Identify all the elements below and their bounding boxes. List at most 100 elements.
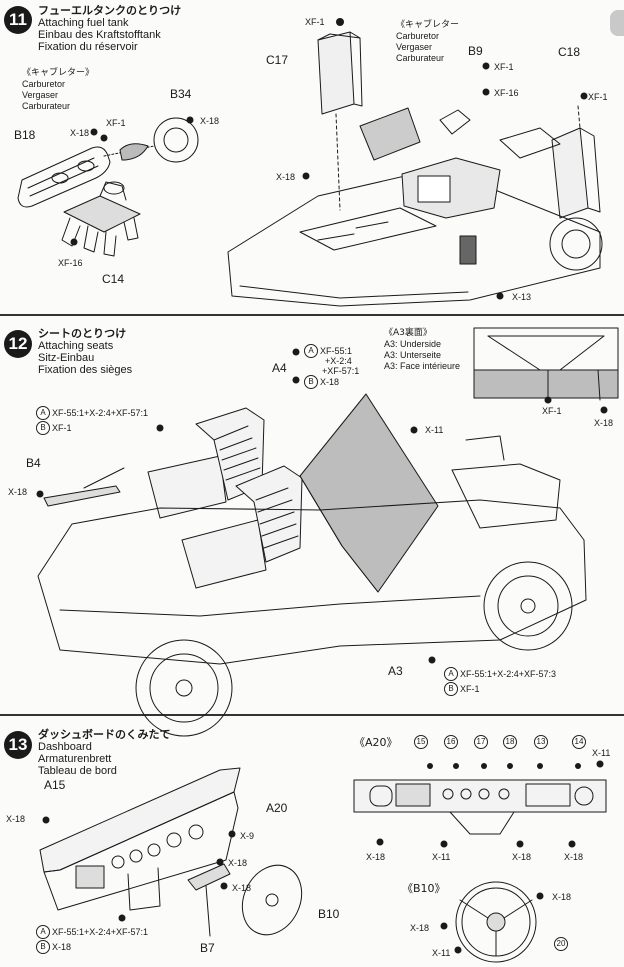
decal-number-14: 14 xyxy=(572,735,586,749)
paint-label-x11: X-11 xyxy=(425,425,444,435)
step-12-title-fr: Fixation des sièges xyxy=(38,364,133,376)
part-label-c18: C18 xyxy=(558,45,581,59)
step-13-title-en: Dashboard xyxy=(38,741,92,753)
carburetor-note-de: Vergaser xyxy=(22,90,59,100)
decal-number-15: 15 xyxy=(414,735,428,749)
paint-label-x18: X-18 xyxy=(512,852,532,862)
a3-note-en: A3: Underside xyxy=(384,339,442,349)
step-13-number: 13 xyxy=(4,731,32,759)
part-label-b7: B7 xyxy=(200,941,215,955)
paint-label-xf1: XF-1 xyxy=(106,118,126,128)
seat-right-drawing xyxy=(181,465,303,589)
paint-label-x18: X-18 xyxy=(200,116,220,126)
step-13-title-fr: Tableau de bord xyxy=(38,765,117,777)
paint-label-xf16: XF-16 xyxy=(494,88,519,98)
page-edge-tab xyxy=(610,10,624,36)
paint-label-x9: X-9 xyxy=(240,831,255,841)
b10-detail-title: 《B10》 xyxy=(402,882,446,895)
decal-number-17: 17 xyxy=(474,735,488,749)
paint-label-xf1: XF-1 xyxy=(542,406,562,416)
b10-wheel-detail-drawing xyxy=(455,881,537,963)
paint-mix-line: XF-1 xyxy=(52,423,72,433)
mix-letter-b: B xyxy=(304,375,318,389)
step-11-number: 11 xyxy=(4,6,32,34)
a3-note-fr: A3: Face intérieure xyxy=(384,361,461,371)
part-label-a3: A3 xyxy=(388,664,403,678)
carburetor-note-jp: 《キャブレター》 xyxy=(22,68,95,78)
dashboard-drawing xyxy=(39,767,241,911)
paint-mix-line: XF-55:1+X-2:4+XF-57:3 xyxy=(460,669,557,679)
paint-label-x18: X-18 xyxy=(366,852,386,862)
fuel-tank-c17-drawing xyxy=(317,31,363,211)
mix-letter-a: A xyxy=(304,344,318,358)
step-11-title-fr: Fixation du réservoir xyxy=(38,41,138,53)
step-12-title: シートのとりつけ Attaching seats Sitz-Einbau Fix… xyxy=(38,327,133,377)
paint-label-x11: X-11 xyxy=(592,748,611,758)
part-label-b9: B9 xyxy=(468,44,483,58)
part-label-c14: C14 xyxy=(102,272,125,286)
step-12-title-en: Attaching seats xyxy=(38,340,114,352)
mix-letter-a: A xyxy=(444,667,458,681)
mix-letter-a: A xyxy=(36,925,50,939)
a20-detail-title: 《A20》 xyxy=(354,736,398,749)
paint-mix-line: XF-55:1 xyxy=(320,346,353,356)
steering-wheel-drawing xyxy=(241,864,303,936)
carburetor-note-en: Carburetor xyxy=(22,79,66,89)
a3-note-de: A3: Unterseite xyxy=(384,350,442,360)
paint-label-x18: X-18 xyxy=(276,172,296,182)
a3-underside-note: 《A3裏面》 A3: Underside A3: Unterseite A3: … xyxy=(384,328,460,372)
rear-panel-a3-drawing xyxy=(299,393,439,593)
car-body-drawing xyxy=(37,435,587,737)
paint-label-x18: X-18 xyxy=(70,128,90,138)
paint-mix-line: +X-2:4 xyxy=(325,356,352,366)
carburetor-note-right-en: Carburetor xyxy=(396,31,440,41)
step-divider xyxy=(0,714,624,716)
paint-callout-markers xyxy=(42,760,604,954)
paint-label-x13: X-13 xyxy=(512,292,532,302)
air-filter-b18-drawing xyxy=(17,146,111,208)
carburetor-note-right-de: Vergaser xyxy=(396,42,433,52)
part-label-b18: B18 xyxy=(14,128,36,142)
chassis-drawing xyxy=(227,107,603,307)
part-label-a4: A4 xyxy=(272,361,287,375)
step-11-title-de: Einbau des Kraftstofftank xyxy=(38,29,161,41)
carburetor-note-left: 《キャブレター》 Carburetor Vergaser Carburateur xyxy=(22,68,94,112)
step-13-title-de: Armaturenbrett xyxy=(38,753,112,765)
part-label-a15: A15 xyxy=(44,778,66,792)
decal-number-13: 13 xyxy=(534,735,548,749)
carburetor-note-right: 《キャブレター Carburetor Vergaser Carburateur xyxy=(396,20,459,64)
carburetor-c14-drawing xyxy=(61,181,141,257)
seat-left-drawing xyxy=(147,407,265,519)
paint-label-x18: X-18 xyxy=(232,883,252,893)
paint-mix-line: X-18 xyxy=(52,942,72,952)
part-label-b10: B10 xyxy=(318,907,340,921)
paint-label-x18: X-18 xyxy=(564,852,584,862)
paint-callout-markers xyxy=(36,348,608,664)
step-11-title: フューエルタンクのとりつけ Attaching fuel tank Einbau… xyxy=(38,4,182,54)
mix-letter-b: B xyxy=(36,421,50,435)
paint-label-x18: X-18 xyxy=(594,418,614,428)
air-funnel-b34-drawing xyxy=(103,117,199,163)
mix-letter-b: B xyxy=(36,940,50,954)
decal-number-16: 16 xyxy=(444,735,458,749)
paint-mix-line: +XF-57:1 xyxy=(322,366,360,376)
paint-label-x18: X-18 xyxy=(6,814,26,824)
step-11-title-jp: フューエルタンクのとりつけ xyxy=(38,4,182,17)
steering-column-b7-drawing xyxy=(187,863,231,937)
paint-label-x18: X-18 xyxy=(8,487,28,497)
part-label-c17: C17 xyxy=(266,53,289,67)
paint-mix-line: XF-1 xyxy=(460,684,480,694)
paint-label-x11: X-11 xyxy=(432,948,451,958)
a20-detail-panel-drawing xyxy=(353,779,607,835)
carburetor-note-fr: Carburateur xyxy=(22,101,71,111)
fuel-tank-c18-drawing xyxy=(551,105,601,219)
a3-underside-drawing xyxy=(473,327,619,401)
step-13-title: ダッシュボードのくみたて Dashboard Armaturenbrett Ta… xyxy=(38,729,170,778)
step-12-title-jp: シートのとりつけ xyxy=(38,327,127,340)
part-label-b4: B4 xyxy=(26,456,41,470)
paint-label-x18: X-18 xyxy=(552,892,572,902)
part-label-a20: A20 xyxy=(266,801,288,815)
paint-label-x18: X-18 xyxy=(410,923,430,933)
